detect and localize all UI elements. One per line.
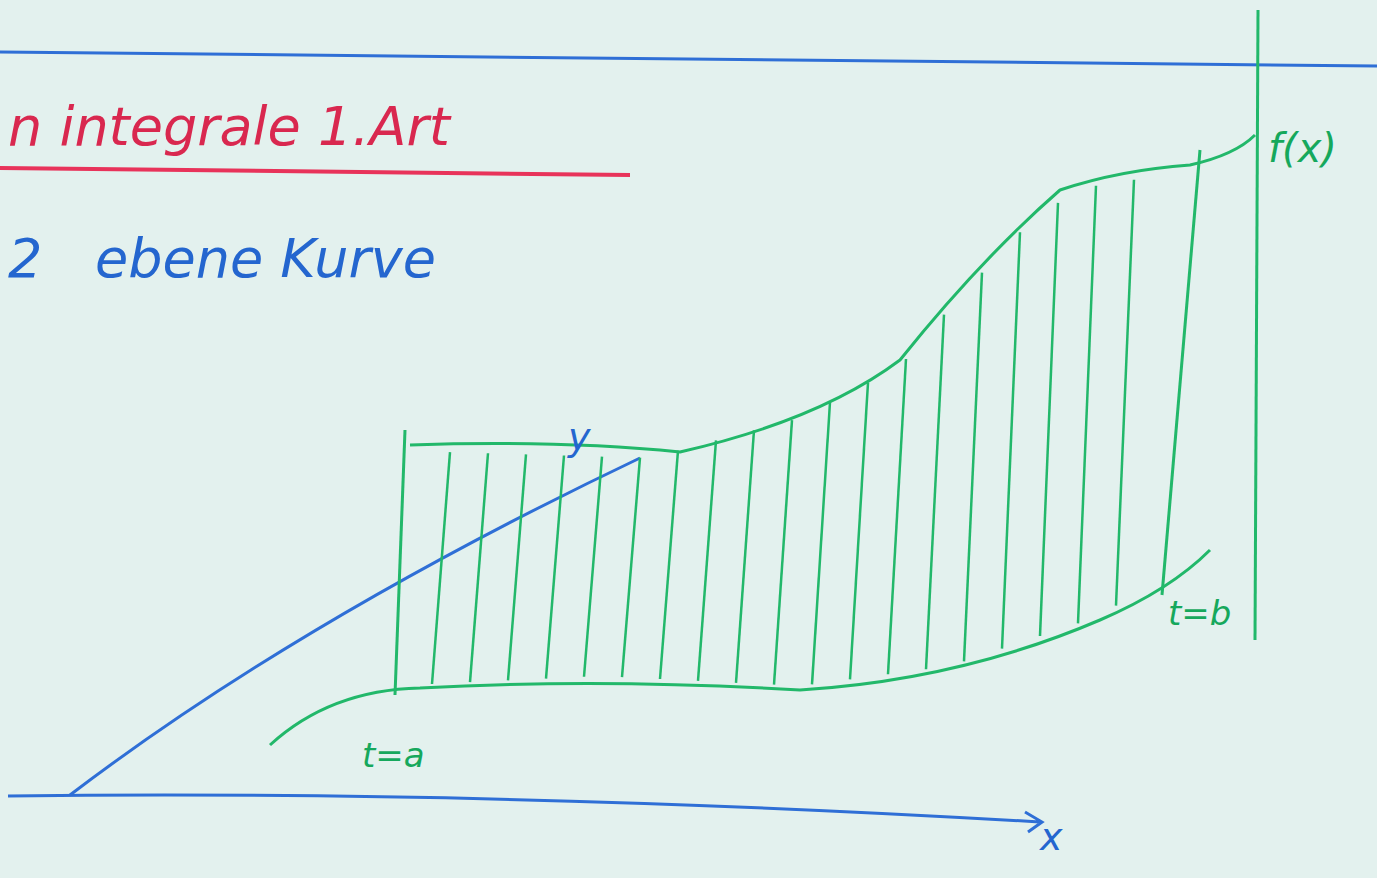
section-number: 2 bbox=[8, 232, 42, 286]
hatch-line bbox=[698, 440, 716, 681]
hatch-line bbox=[774, 420, 792, 685]
hatching bbox=[432, 180, 1134, 685]
z-axis bbox=[1255, 10, 1258, 640]
hatch-line bbox=[736, 430, 754, 683]
hatch-line bbox=[432, 452, 450, 684]
hatch-line bbox=[1116, 180, 1134, 606]
hatch-line bbox=[622, 458, 640, 677]
function-label: f(x) bbox=[1268, 128, 1337, 168]
plane-curve bbox=[270, 550, 1210, 745]
hatch-line bbox=[964, 273, 982, 662]
hatch-line bbox=[850, 383, 868, 680]
section-heading: ebene Kurve bbox=[95, 232, 436, 286]
parameter-label: t=b bbox=[1168, 596, 1231, 630]
hatch-line bbox=[1002, 232, 1020, 648]
axis-label: y bbox=[568, 418, 591, 456]
hatch-line bbox=[660, 451, 678, 679]
hatch-line bbox=[888, 359, 906, 674]
y-axis bbox=[70, 458, 640, 795]
hatch-line bbox=[546, 455, 564, 678]
edge-line bbox=[1162, 150, 1200, 595]
axis-label: x bbox=[1040, 818, 1063, 856]
hatch-line bbox=[812, 402, 830, 684]
x-axis bbox=[8, 795, 1042, 832]
ruled-line bbox=[0, 52, 1377, 66]
hatch-line bbox=[1040, 203, 1058, 636]
hatch-line bbox=[926, 315, 944, 670]
hatch-line bbox=[1078, 186, 1096, 624]
hatch-line bbox=[508, 454, 526, 680]
hatch-line bbox=[584, 457, 602, 677]
hatch-line bbox=[470, 453, 488, 682]
heading: n integrale 1.Art bbox=[8, 100, 450, 154]
title-underline bbox=[0, 168, 630, 175]
edge-line bbox=[395, 430, 405, 695]
parameter-label: t=a bbox=[362, 738, 425, 772]
